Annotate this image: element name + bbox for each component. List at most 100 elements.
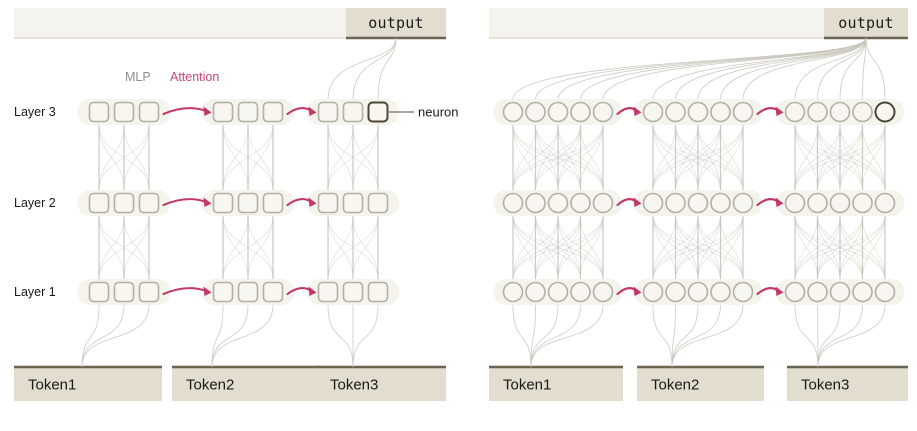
neuron[interactable] [687, 101, 709, 123]
output-edge [697, 37, 867, 100]
neuron[interactable] [237, 281, 259, 303]
token-box[interactable] [316, 367, 446, 401]
neuron[interactable] [665, 281, 686, 303]
neuron[interactable] [502, 281, 524, 303]
attention-arrow-head [633, 286, 642, 296]
neuron[interactable] [367, 281, 389, 303]
neuron[interactable] [807, 281, 828, 303]
token-edge [671, 304, 676, 368]
neuron[interactable] [592, 281, 614, 303]
token-edge [652, 304, 673, 368]
token-edge [817, 304, 819, 368]
token-box[interactable] [14, 367, 162, 401]
neuron[interactable] [829, 192, 851, 214]
layer-label-3: Layer 3 [14, 105, 56, 119]
output-label: output [838, 14, 894, 32]
neuron[interactable] [138, 192, 160, 214]
neuron[interactable] [829, 101, 851, 123]
mlp-edge [652, 124, 744, 191]
neuron[interactable] [665, 101, 686, 123]
neuron[interactable] [807, 192, 828, 214]
neuron[interactable] [570, 192, 591, 214]
neuron[interactable] [113, 101, 135, 123]
token-box[interactable] [172, 367, 320, 401]
neuron[interactable] [710, 281, 731, 303]
neuron[interactable] [732, 101, 754, 123]
neuron[interactable] [502, 101, 524, 123]
neuron[interactable] [710, 101, 731, 123]
neuron[interactable] [88, 101, 110, 123]
token-edge [81, 304, 125, 368]
neuron[interactable] [547, 192, 569, 214]
neuron[interactable] [237, 192, 259, 214]
neuron[interactable] [212, 192, 234, 214]
attention-arrow [162, 107, 208, 116]
neuron[interactable] [874, 281, 896, 303]
neuron[interactable] [88, 192, 110, 214]
neuron[interactable] [525, 192, 546, 214]
neuron[interactable] [317, 192, 339, 214]
neuron[interactable] [784, 101, 806, 123]
neuron[interactable] [138, 281, 160, 303]
neuron[interactable] [852, 101, 873, 123]
neuron[interactable] [547, 101, 569, 123]
neuron[interactable] [852, 281, 873, 303]
token-box[interactable] [489, 367, 623, 401]
neuron[interactable] [262, 192, 284, 214]
output-box[interactable] [824, 8, 908, 38]
neuron[interactable] [88, 281, 110, 303]
neuron[interactable] [592, 101, 614, 123]
neuron[interactable] [592, 192, 614, 214]
neuron[interactable] [113, 192, 135, 214]
neuron[interactable] [642, 192, 664, 214]
neuron[interactable] [502, 192, 524, 214]
token-box[interactable] [787, 367, 908, 401]
output-edge [742, 37, 867, 100]
attention-arrow [162, 287, 208, 296]
attention-arrow-head [308, 197, 317, 207]
mlp-edge [512, 215, 581, 280]
neuron[interactable] [665, 192, 686, 214]
neuron[interactable] [874, 192, 896, 214]
neuron[interactable] [317, 101, 339, 123]
neuron[interactable] [138, 101, 160, 123]
token-edge [530, 304, 559, 368]
neuron[interactable] [113, 281, 135, 303]
neuron[interactable] [710, 192, 731, 214]
token-edge [352, 304, 379, 368]
neuron[interactable] [547, 281, 569, 303]
neuron[interactable] [342, 192, 364, 214]
neuron[interactable] [642, 281, 664, 303]
neuron[interactable] [732, 192, 754, 214]
neuron[interactable] [212, 101, 234, 123]
mlp-edge [512, 124, 559, 191]
output-edge [327, 37, 397, 100]
neuron[interactable] [687, 281, 709, 303]
neuron[interactable] [852, 192, 873, 214]
neuron[interactable] [262, 281, 284, 303]
neuron[interactable] [317, 281, 339, 303]
neuron[interactable] [829, 281, 851, 303]
neuron[interactable] [262, 101, 284, 123]
neuron[interactable] [342, 281, 364, 303]
token-box[interactable] [637, 367, 764, 401]
neuron[interactable] [784, 281, 806, 303]
neuron[interactable] [570, 101, 591, 123]
neuron[interactable] [342, 101, 364, 123]
neuron[interactable] [237, 101, 259, 123]
mlp-edge [794, 124, 841, 191]
neuron[interactable] [212, 281, 234, 303]
neuron[interactable] [367, 192, 389, 214]
neuron[interactable] [525, 101, 546, 123]
neuron[interactable] [732, 281, 754, 303]
mlp-edge [580, 124, 604, 191]
neuron[interactable] [642, 101, 664, 123]
neuron[interactable] [784, 192, 806, 214]
neuron[interactable] [525, 281, 546, 303]
mlp-edge [512, 215, 536, 280]
neuron[interactable] [687, 192, 709, 214]
neuron[interactable] [807, 101, 828, 123]
output-box[interactable] [346, 8, 446, 38]
neuron[interactable] [570, 281, 591, 303]
neuron-highlighted[interactable] [874, 101, 896, 123]
